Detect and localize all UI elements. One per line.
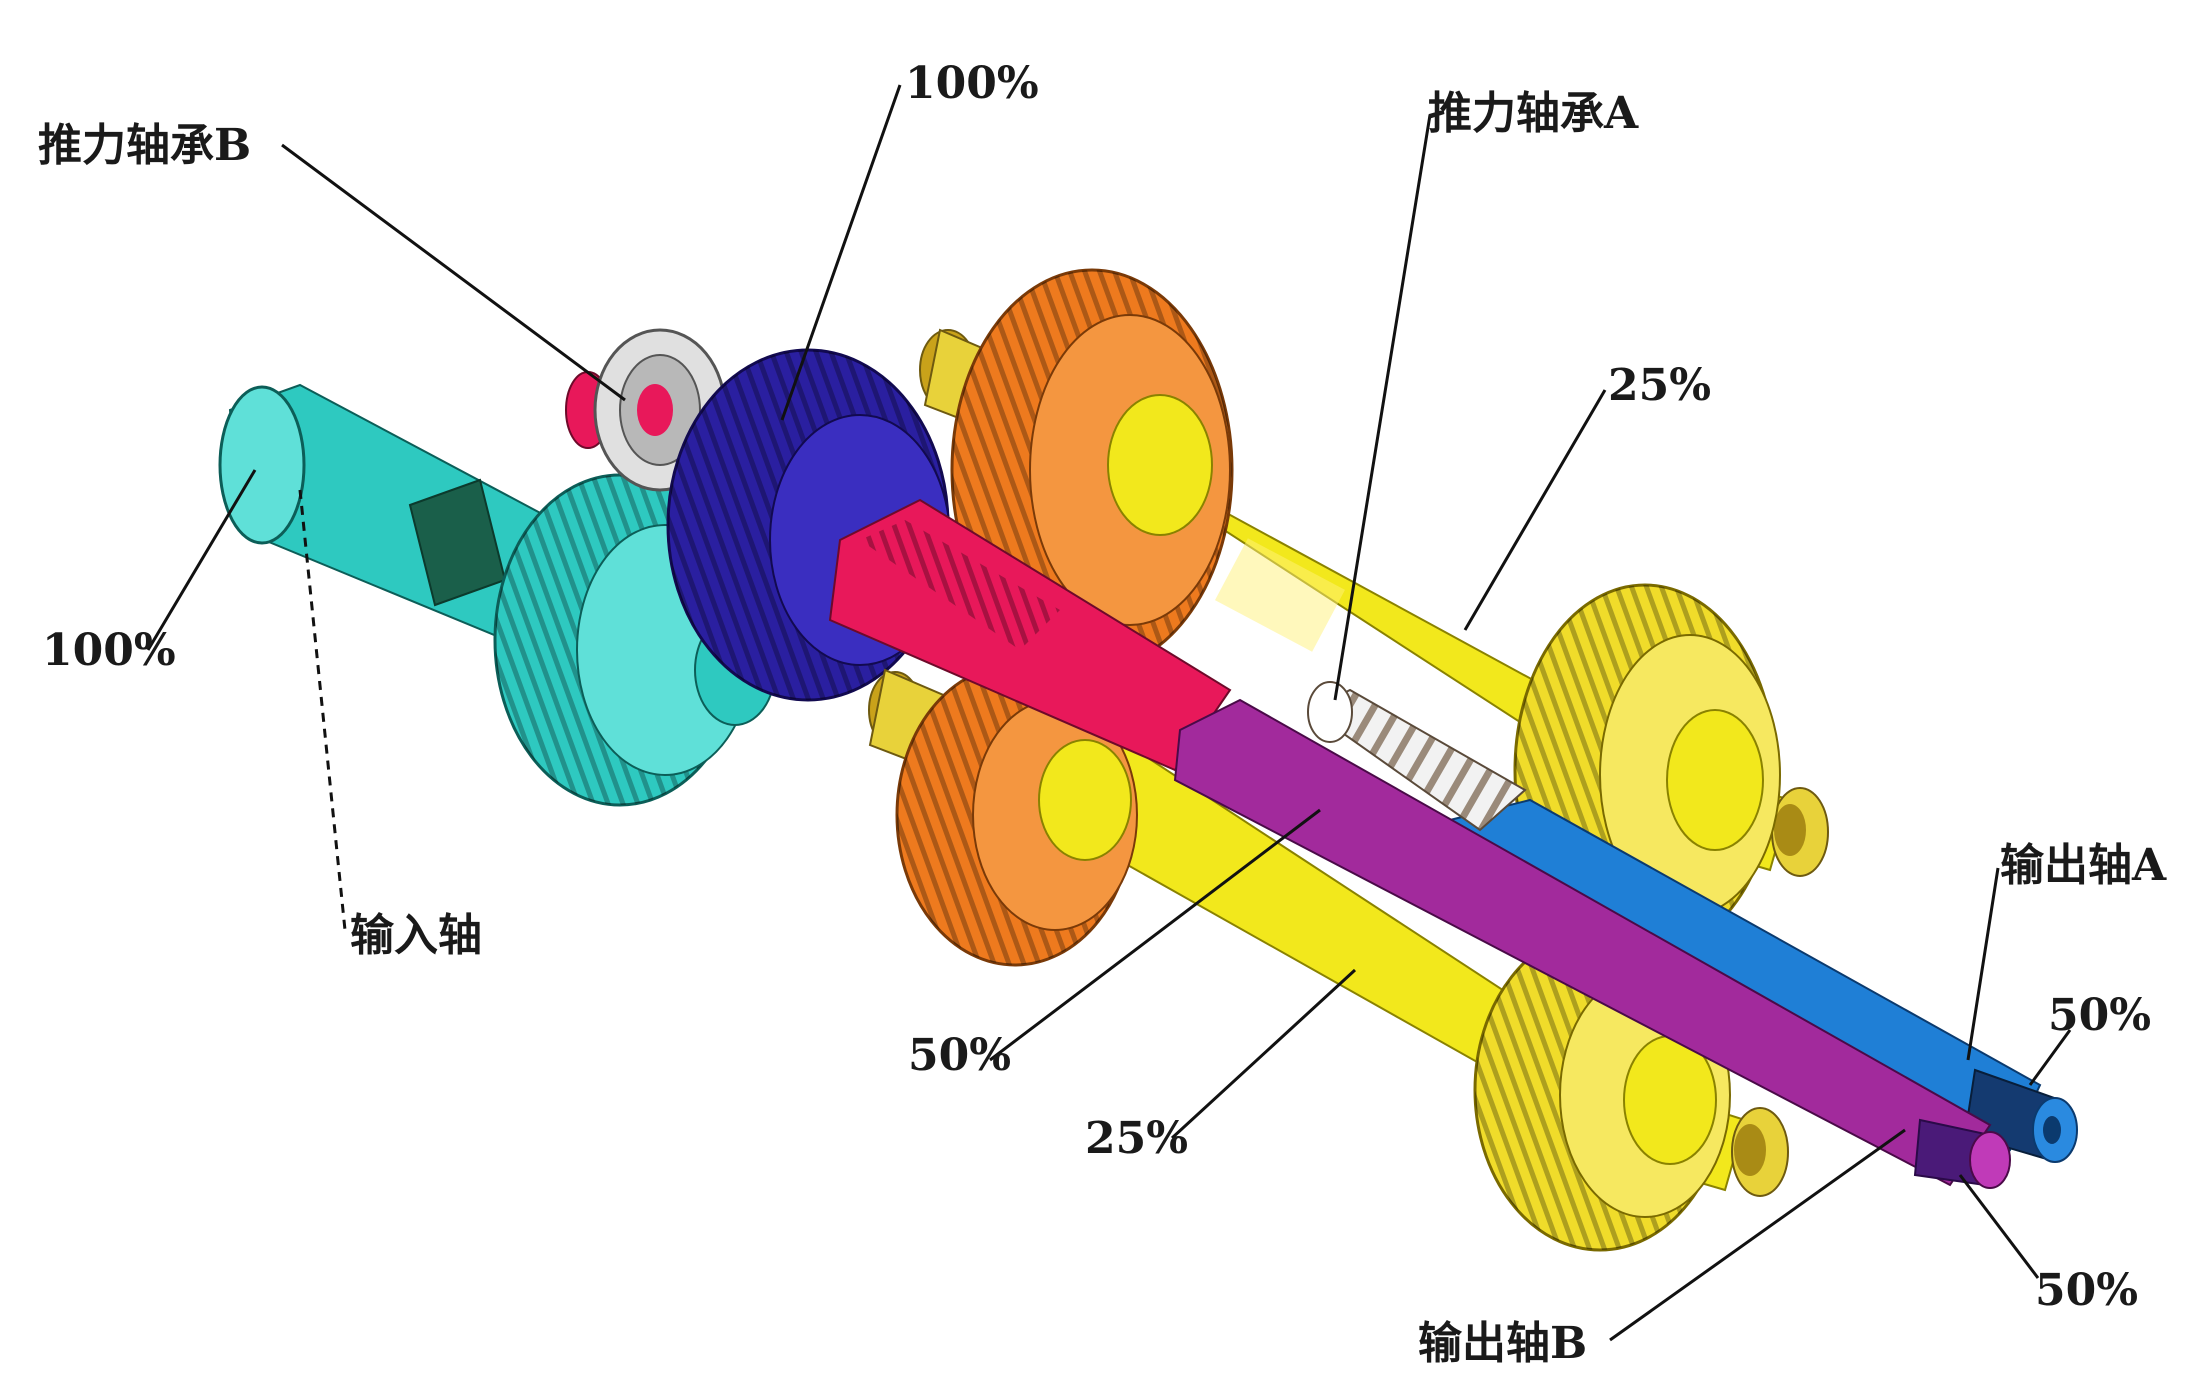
lower-orange-gear — [895, 663, 1138, 967]
leader-output-shaft-b — [1609, 1128, 1906, 1342]
label-upper-layshaft-pct: 25% — [1608, 360, 1711, 411]
leader-input-shaft — [298, 489, 347, 931]
label-lower-layshaft-pct: 25% — [1085, 1113, 1188, 1164]
label-output-shaft-b: 输出轴B — [1418, 1318, 1587, 1369]
label-output-a-end-pct: 50% — [2048, 990, 2151, 1041]
output-shaft-b — [1173, 698, 2011, 1189]
leader-drive-gear-pct — [780, 84, 902, 421]
label-thrust-bearing-a: 推力轴承A — [1428, 88, 1639, 139]
leader-thrust-bearing-a — [1333, 114, 1432, 701]
label-input-shaft: 输入轴 — [350, 910, 482, 961]
leader-lower-layshaft-pct — [1170, 968, 1357, 1140]
label-output-b-end-pct: 50% — [2035, 1265, 2138, 1316]
label-output-b-mid-pct: 50% — [908, 1030, 1011, 1081]
leader-upper-layshaft-pct — [1463, 389, 1607, 631]
leader-output-shaft-a — [1966, 867, 2000, 1061]
leader-lines — [146, 84, 2072, 1342]
label-drive-gear-pct: 100% — [905, 58, 1039, 109]
label-input-shaft-pct: 100% — [42, 625, 176, 676]
label-thrust-bearing-b: 推力轴承B — [38, 120, 251, 171]
leader-output-b-end-pct — [1958, 1174, 2040, 1279]
leader-input-shaft-pct — [146, 469, 257, 651]
label-output-shaft-a: 输出轴A — [2000, 840, 2167, 891]
leader-thrust-bearing-b — [281, 143, 626, 402]
leader-output-a-end-pct — [2028, 1029, 2072, 1086]
thrust-bearing-b — [565, 328, 727, 492]
upper-orange-gear — [950, 268, 1234, 672]
leader-output-b-mid-pct — [989, 808, 1321, 1062]
